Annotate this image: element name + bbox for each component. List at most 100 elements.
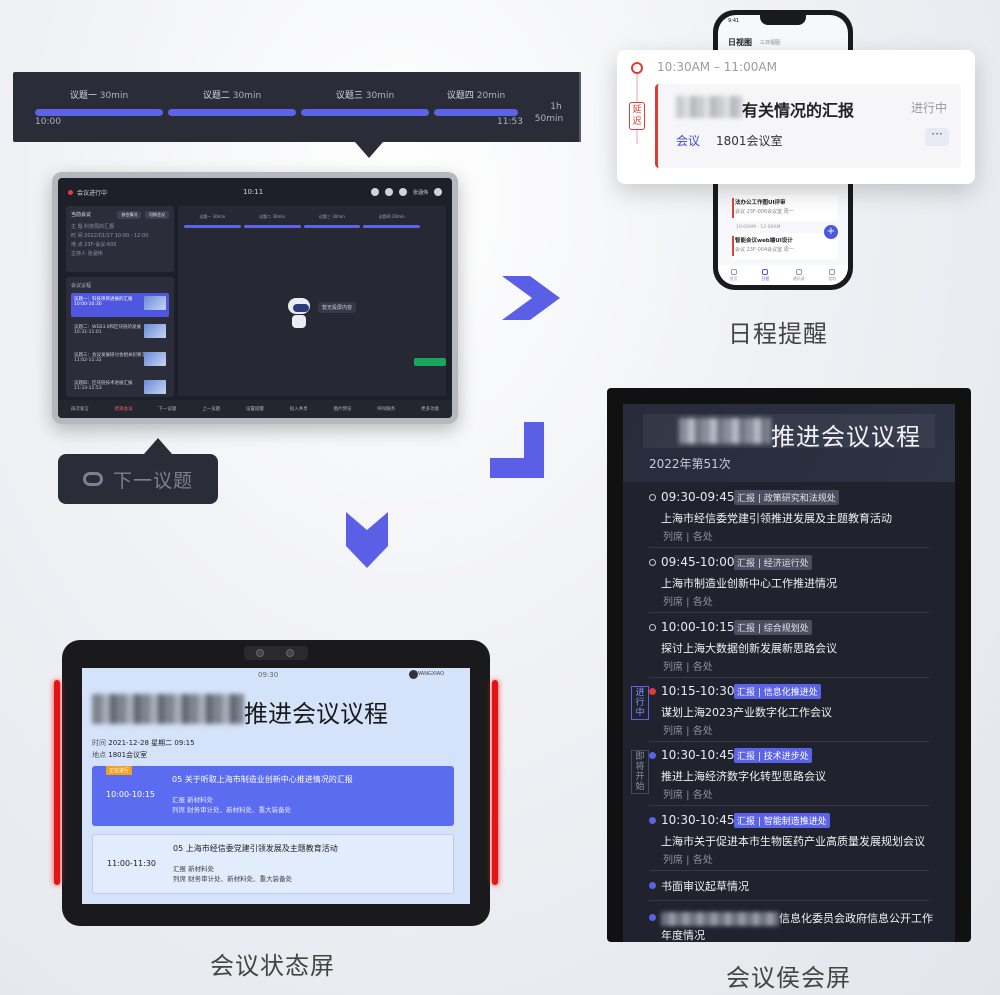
next-topic-action[interactable]: 下一议题: [158, 407, 177, 412]
preview-button[interactable]: 图片预览: [333, 407, 352, 412]
agenda-row[interactable]: 09:45-10:00 汇报 | 经济运行处 上海市制造业创新中心工作推进情况 …: [649, 555, 929, 615]
agenda-card-current[interactable]: 正在进行 10:00-10:15 05 关于听取上海市制造业创新中心推进情况的汇…: [92, 766, 454, 826]
agenda-label: 会议议程: [71, 283, 92, 289]
set-reminder-button[interactable]: 设置提醒: [245, 407, 264, 412]
tab-schedule[interactable]: 日程: [761, 268, 769, 282]
row-time: 10:30-10:45: [661, 748, 735, 762]
segment-label: 议题一: [69, 91, 97, 101]
agenda-item[interactable]: 议题二：WEB3.0和区块链的发展 10:31-11:01: [71, 321, 169, 345]
phone-subtitle[interactable]: 三日视图: [760, 40, 781, 46]
avatar[interactable]: [398, 188, 407, 196]
segment-track: [301, 109, 429, 116]
camera-icon: [286, 649, 294, 657]
current-dot-icon: [649, 688, 656, 695]
delay-tag: 延迟: [629, 102, 645, 130]
mini-segment[interactable]: 议题四 20min: [363, 214, 420, 228]
exit-icon[interactable]: [434, 188, 442, 196]
call-service-button[interactable]: 呼叫服务: [377, 407, 396, 412]
agenda-row[interactable]: 10:30-10:45 汇报 | 智能制造推进处 上海市关于促进本市生物医药产业…: [649, 813, 929, 873]
place-value: 1801会议室: [108, 751, 148, 759]
agenda-timeline-bar: 议题一 30min 议题二 30min 议题三 30min 议题四 20min …: [13, 72, 581, 158]
speak-again-button[interactable]: 再次发言: [70, 407, 89, 412]
phone-event-name: 智能会议web端UI设计: [735, 238, 793, 244]
share-button[interactable]: 投入共享: [289, 407, 308, 412]
add-icon[interactable]: +: [824, 225, 838, 239]
tablet-main-panel: 议题一 30min 议题二 30min 议题三 30min 议题四 20min …: [178, 206, 446, 396]
mini-segment-label: 议题二 30min: [259, 214, 286, 219]
agenda-segment-3[interactable]: 议题三 30min: [301, 86, 429, 116]
phone-event-meta: 会议 23F-004会议室 周一: [735, 247, 794, 253]
schedule-reminder-card[interactable]: 10:30AM – 11:00AM 延迟 有关情况的汇报 进行中 会议 1801…: [617, 50, 975, 184]
agenda-item[interactable]: 议题一：科技项目进展的汇报 10:00-10:30: [71, 293, 169, 317]
agenda-row[interactable]: 10:00-10:15 汇报 | 综合规划处 探讨上海大数据创新发展新思路会议 …: [649, 620, 929, 680]
meeting-tablet: 会议进行中 10:11 张涵伟 当前会议 参会情况 切换会议 主 题: [52, 172, 458, 424]
agenda-row-current[interactable]: 10:15-10:30 汇报 | 信息化推进处 谋划上海2023产业数字化工作会…: [649, 684, 929, 744]
card-reporter: 汇报 新材料处: [172, 796, 214, 804]
tab-contacts[interactable]: 通讯录: [792, 268, 805, 282]
tablet-action-bar: 再次发言 结束会议 下一议题 上一议题 设置提醒 投入共享 图片预览 呼叫服务 …: [58, 400, 452, 418]
session-number: 2022年第51次: [649, 457, 731, 471]
agenda-segment-2[interactable]: 议题二 30min: [168, 86, 296, 116]
share-status-badge[interactable]: [414, 358, 446, 366]
waiting-screen-caption: 会议侯会屏: [726, 964, 851, 992]
agenda-row[interactable]: 书面审议起草情况: [649, 878, 929, 908]
next-topic-button[interactable]: 下一议题: [58, 438, 218, 504]
agenda-row[interactable]: 09:30-09:45 汇报 | 政策研究和法规处 上海市经信委党建引领推进发展…: [649, 490, 929, 550]
timeline-dot-icon: [649, 752, 656, 759]
current-meeting-card: 当前会议 参会情况 切换会议 主 题 科技局的汇报 时 间 2022/01/27…: [66, 206, 174, 272]
agenda-segment-1[interactable]: 议题一 30min: [35, 86, 163, 116]
reminder-status: 进行中: [910, 101, 947, 115]
reminder-event-card[interactable]: 有关情况的汇报 进行中 会议 1801会议室 ···: [655, 84, 961, 168]
agenda-row[interactable]: 10:30-10:45 汇报 | 技术进步处 推进上海经济数字化转型思路会议 列…: [649, 748, 929, 808]
total-minutes: 50min: [534, 114, 564, 124]
mini-segment-label: 议题三 30min: [318, 214, 345, 219]
agenda-item[interactable]: 议题三：会议发展研讨会相关纪要汇报 11:02-11:32: [71, 349, 169, 373]
segment-label: 议题四: [446, 91, 474, 101]
row-time: 10:30-10:45: [661, 813, 735, 827]
segment-track: [35, 109, 163, 116]
time-value: 2021-12-28 星期二 09:15: [108, 739, 195, 747]
row-time: 09:30-09:45: [661, 490, 735, 504]
tab-label: 通讯录: [792, 275, 805, 281]
agenda-row[interactable]: 信息化委员会政府信息公开工作 年度情况: [649, 910, 933, 942]
mini-agenda-bar: 议题一 30min 议题二 30min 议题三 30min 议题四 20min: [184, 214, 420, 228]
agenda-item[interactable]: 议题四：区块链技术进展汇报 11:33-11:53: [71, 377, 169, 401]
meeting-status-screen: 09:30 WANGXIAO 推进会议议程 时间 2021-12-28 星期二 …: [54, 640, 498, 926]
mini-segment[interactable]: 议题三 30min: [303, 214, 361, 228]
phone-event[interactable]: 法办公工作图UI评审 会议 23F-006会议室 周一: [732, 195, 838, 221]
segment-duration: 30min: [232, 91, 262, 101]
meeting-time-row: 时 间 2022/01/27 10:00 - 12:00: [71, 233, 149, 239]
agenda-item-time: 11:33-11:53: [74, 386, 102, 391]
attendance-button[interactable]: 参会情况: [117, 211, 142, 219]
robot-icon: [286, 296, 312, 330]
card-attendees: 列席 财务审计处、新材料处、重大装备处: [172, 806, 292, 814]
refresh-icon[interactable]: [370, 188, 379, 196]
timeline-dot-icon: [649, 817, 656, 824]
meeting-waiting-screen: 推进会议议程 2022年第51次 09:30-09:45 汇报 | 政策研究和法…: [607, 388, 971, 942]
phone-event[interactable]: 智能会议web端UI设计 会议 23F-004会议室 周一: [732, 233, 838, 259]
avatar[interactable]: [409, 670, 418, 679]
row-name-cont: 年度情况: [661, 929, 705, 942]
more-icon[interactable]: ···: [925, 128, 949, 146]
current-meeting-label: 当前会议: [71, 212, 92, 218]
row-badge: 汇报 | 经济运行处: [734, 555, 812, 570]
prev-topic-action[interactable]: 上一议题: [202, 407, 221, 412]
tab-home[interactable]: 首页: [730, 268, 738, 282]
reminder-time: 10:30AM – 11:00AM: [657, 60, 777, 74]
row-badge: 汇报 | 综合规划处: [734, 620, 812, 635]
switch-meeting-button[interactable]: 切换会议: [145, 211, 169, 219]
more-button[interactable]: 更多功能: [421, 407, 439, 412]
robot-hint: 暂无投屏内容: [318, 302, 357, 313]
mini-segment[interactable]: 议题二 30min: [243, 214, 301, 228]
agenda-card-next[interactable]: 11:00-11:30 05 上海市经信委党建引领发展及主题教育活动 汇报 新材…: [92, 834, 454, 894]
agenda-thumbnail: [144, 380, 166, 394]
timeline-dot-icon: [649, 882, 656, 889]
settings-icon[interactable]: [384, 188, 393, 196]
agenda-segment-4[interactable]: 议题四 20min: [434, 86, 518, 116]
redacted-text: [661, 912, 779, 926]
row-badge: 汇报 | 政策研究和法规处: [734, 490, 839, 505]
tab-me[interactable]: 我的: [828, 268, 836, 282]
end-meeting-button[interactable]: 结束会议: [114, 407, 133, 412]
agenda-list-card: 会议议程 议题一：科技项目进展的汇报 10:00-10:30 议题二：WEB3.…: [66, 277, 174, 397]
mini-segment[interactable]: 议题一 30min: [184, 214, 241, 228]
